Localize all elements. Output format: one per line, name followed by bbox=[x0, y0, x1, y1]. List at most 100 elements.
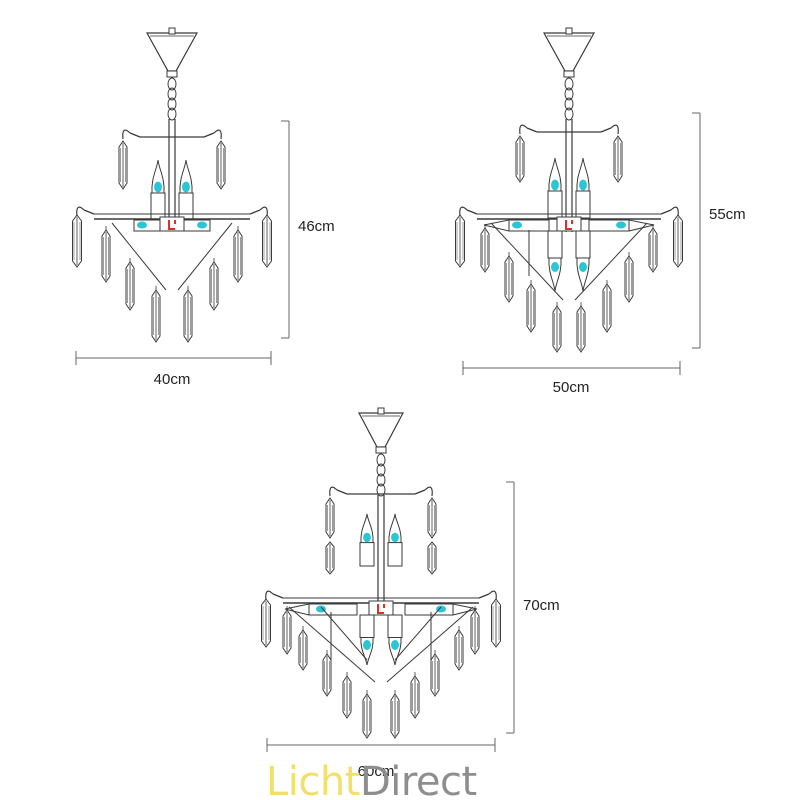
crystal-prism bbox=[430, 653, 440, 697]
width-dimension-large: 60cm bbox=[266, 738, 496, 780]
horizontal-light bbox=[284, 603, 358, 616]
bulb-filament bbox=[579, 262, 587, 272]
main-hook-right bbox=[660, 206, 679, 217]
chain-link bbox=[376, 473, 386, 487]
canopy-collar bbox=[563, 70, 575, 78]
crystal-prism bbox=[322, 653, 332, 697]
bulb-filament bbox=[616, 221, 626, 229]
arm-hook bbox=[265, 590, 274, 601]
arm-hook bbox=[424, 486, 433, 497]
horizontal-light bbox=[483, 219, 550, 232]
light-tip bbox=[284, 603, 310, 616]
crystal-prism bbox=[125, 261, 135, 311]
main-hook-left bbox=[265, 590, 284, 601]
chain-link bbox=[167, 97, 177, 111]
height-label-large: 70cm bbox=[523, 597, 560, 614]
chandelier-small: 40cm 46cm bbox=[72, 27, 335, 388]
main-hook-left bbox=[459, 206, 478, 217]
chandelier-small-drawing bbox=[72, 27, 272, 343]
height-dimension-small: 46cm bbox=[281, 120, 335, 339]
width-label-large: 60cm bbox=[358, 763, 395, 780]
crystal-prism bbox=[362, 693, 372, 739]
arm-hook bbox=[259, 206, 268, 217]
width-dimension-medium: 50cm bbox=[462, 361, 681, 396]
light-sleeve bbox=[183, 219, 211, 232]
candle-bulb bbox=[575, 157, 591, 219]
upper-hook-left bbox=[519, 124, 538, 135]
crystal-prism bbox=[410, 675, 420, 719]
drape-line bbox=[574, 222, 648, 301]
crystal-prism bbox=[613, 135, 623, 183]
crystal-prism bbox=[390, 693, 400, 739]
height-dimension-medium: 55cm bbox=[692, 112, 746, 349]
crystal-prism bbox=[576, 305, 586, 353]
crystal-prism bbox=[648, 227, 658, 273]
central-hub bbox=[368, 600, 394, 616]
chain-link bbox=[167, 77, 177, 91]
chandelier-large: 60cm 70cm bbox=[261, 407, 560, 780]
candle-sleeve bbox=[387, 542, 403, 567]
bulb-filament bbox=[154, 181, 162, 193]
chain-link bbox=[376, 453, 386, 467]
candle-bulb bbox=[178, 159, 194, 221]
candle-sleeve bbox=[387, 614, 403, 638]
crystal-prism bbox=[427, 497, 437, 539]
crystal-prism bbox=[233, 229, 243, 283]
arm-hook bbox=[76, 206, 85, 217]
hub-red-detail bbox=[377, 604, 384, 614]
arm-hook bbox=[610, 124, 619, 135]
crystal-prism bbox=[455, 214, 465, 268]
light-tip bbox=[628, 219, 655, 232]
hanging-chain bbox=[167, 77, 177, 121]
bulb-filament bbox=[316, 605, 326, 613]
horizontal-light bbox=[404, 603, 478, 616]
light-sleeve bbox=[404, 603, 454, 616]
bulb-glass bbox=[388, 513, 402, 543]
lower-candle-bulb bbox=[359, 614, 375, 666]
central-hub bbox=[556, 216, 582, 232]
candle-sleeve bbox=[178, 192, 194, 221]
candle-sleeve bbox=[547, 230, 563, 259]
chain-link bbox=[376, 483, 386, 497]
candle-sleeve bbox=[575, 230, 591, 259]
crystal-prism bbox=[298, 629, 308, 671]
crystal-prism bbox=[72, 214, 82, 268]
candle-sleeve bbox=[359, 542, 375, 567]
candle-sleeve bbox=[359, 614, 375, 638]
lower-candle-bulb bbox=[387, 614, 403, 666]
crystal-prism bbox=[454, 629, 464, 671]
crystal-prism bbox=[624, 255, 634, 303]
chandelier-medium: 50cm 55cm bbox=[455, 27, 746, 396]
crystal-prism bbox=[526, 283, 536, 333]
upper-hook-left bbox=[329, 486, 348, 497]
hub-red-detail bbox=[168, 220, 175, 230]
arm-hook bbox=[519, 124, 528, 135]
bulb-filament bbox=[363, 532, 371, 543]
crystal-prism bbox=[515, 135, 525, 183]
lower-candle-bulb bbox=[547, 230, 563, 292]
crystal-prism bbox=[504, 255, 514, 303]
upper-hook-right bbox=[203, 129, 222, 140]
drape-line bbox=[288, 606, 376, 683]
chain-link bbox=[564, 97, 574, 111]
light-sleeve bbox=[588, 219, 630, 232]
bulb-filament bbox=[551, 262, 559, 272]
candle-bulb bbox=[150, 159, 166, 221]
bulb-glass bbox=[548, 157, 562, 192]
crystal-prism bbox=[427, 541, 437, 575]
drape-line bbox=[490, 222, 564, 301]
height-dimension-large: 70cm bbox=[506, 481, 560, 734]
crystal-prism bbox=[470, 609, 480, 655]
bulb-filament bbox=[391, 532, 399, 543]
arm-hook bbox=[213, 129, 222, 140]
main-hook-right bbox=[478, 590, 497, 601]
bulb-filament bbox=[436, 605, 446, 613]
arm-line bbox=[83, 209, 95, 215]
arm-line bbox=[526, 127, 538, 133]
chain-link bbox=[564, 77, 574, 91]
canopy-cap bbox=[377, 407, 385, 415]
chain-link bbox=[167, 107, 177, 121]
svg-text:LichtDirect: LichtDirect bbox=[266, 759, 477, 800]
arm-hook bbox=[329, 486, 338, 497]
